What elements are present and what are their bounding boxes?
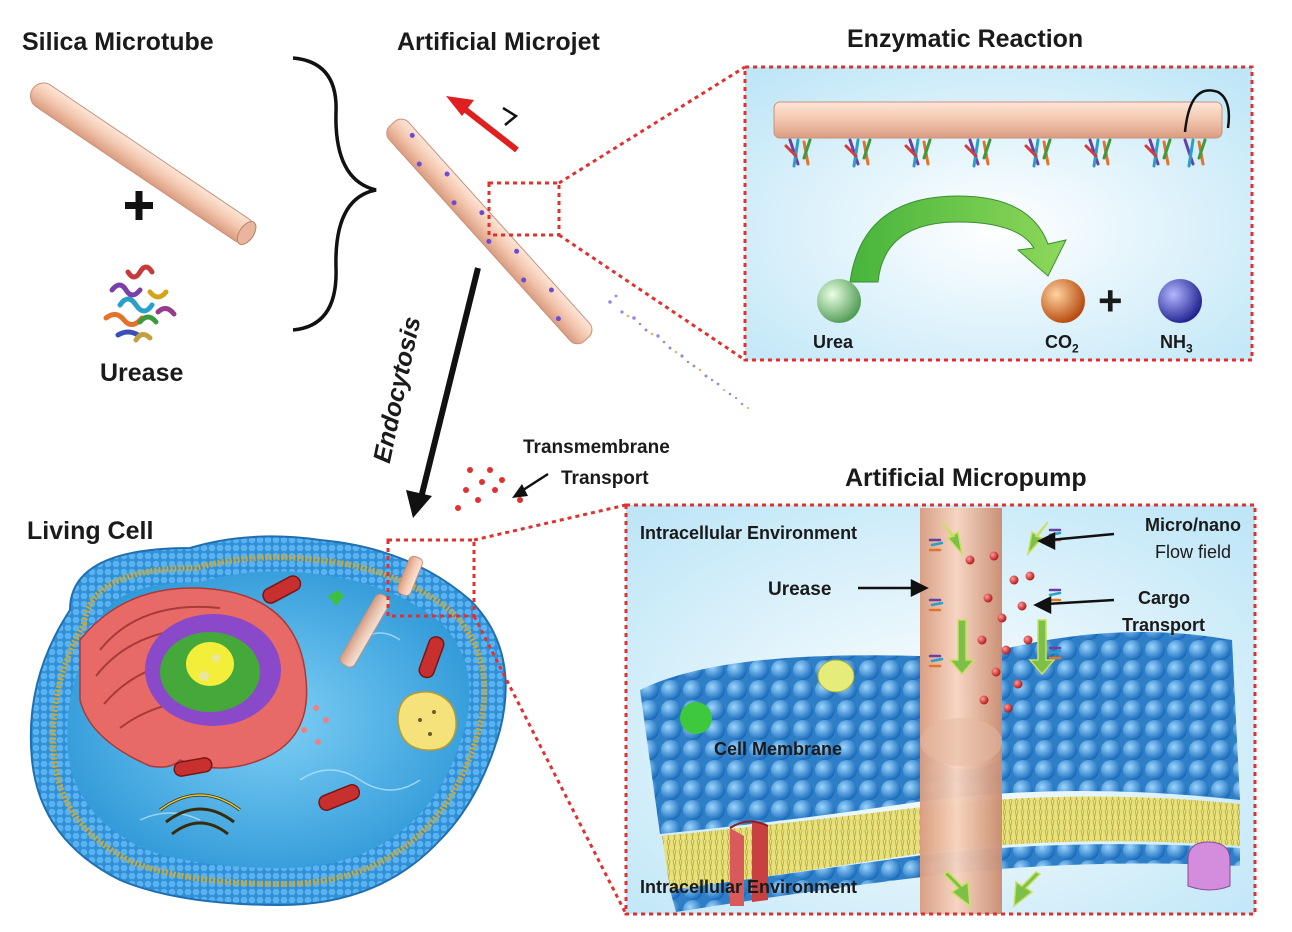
co2-text: CO — [1045, 332, 1072, 352]
urea-molecule — [817, 279, 861, 323]
nh3-label: NH3 — [1160, 333, 1193, 355]
microjet-tube — [386, 118, 750, 410]
living-cell-label: Living Cell — [27, 517, 154, 545]
co2-subscript: 2 — [1072, 341, 1079, 356]
transport-label: Transport — [561, 468, 649, 489]
reaction-plus: + — [1098, 277, 1123, 324]
micro-nano-label: Micro/nano — [1145, 515, 1242, 535]
micropump-panel — [624, 503, 1257, 916]
motion-tick — [502, 106, 519, 126]
intracellular-environment-bottom-label: Intracellular Environment — [640, 877, 858, 897]
living-cell-illustration — [29, 535, 507, 907]
transmembrane-label: Transmembrane — [523, 437, 670, 458]
transmembrane-pointer — [512, 472, 549, 498]
intracellular-environment-top-label: Intracellular Environment — [640, 523, 858, 543]
motion-arrow-red — [446, 96, 519, 153]
released-particles — [455, 467, 523, 511]
cargo-transport-label: Transport — [1122, 615, 1206, 635]
co2-molecule — [1041, 279, 1085, 323]
artificial-micropump-label: Artificial Micropump — [845, 464, 1087, 492]
cargo-label: Cargo — [1138, 588, 1191, 608]
channel-protein — [729, 820, 769, 906]
co2-label: CO2 — [1045, 333, 1079, 355]
urease-label: Urease — [100, 359, 184, 387]
urea-label: Urea — [813, 332, 854, 352]
reaction-arrow — [849, 195, 1067, 283]
artificial-microjet-label: Artificial Microjet — [397, 28, 600, 56]
flow-field-label: Flow field — [1155, 542, 1232, 562]
endocytosis-arrow — [406, 267, 481, 518]
nh3-molecule — [1158, 279, 1202, 323]
plus-sign-graphic — [125, 191, 153, 220]
nh3-text: NH — [1160, 332, 1186, 352]
urease-pump-label: Urease — [768, 579, 832, 600]
cell-zoom-box — [386, 538, 476, 618]
enzymatic-reaction-label: Enzymatic Reaction — [847, 25, 1084, 53]
silica-microtube-label: Silica Microtube — [22, 28, 214, 56]
cell-membrane-label: Cell Membrane — [714, 739, 843, 759]
silica-microtube-illustration — [30, 82, 257, 246]
urease-protein-illustration — [103, 264, 177, 343]
combine-brace — [292, 56, 377, 332]
microjet-zoom-box — [487, 181, 561, 237]
enzymatic-reaction-panel — [743, 65, 1254, 362]
nh3-subscript: 3 — [1186, 341, 1193, 356]
